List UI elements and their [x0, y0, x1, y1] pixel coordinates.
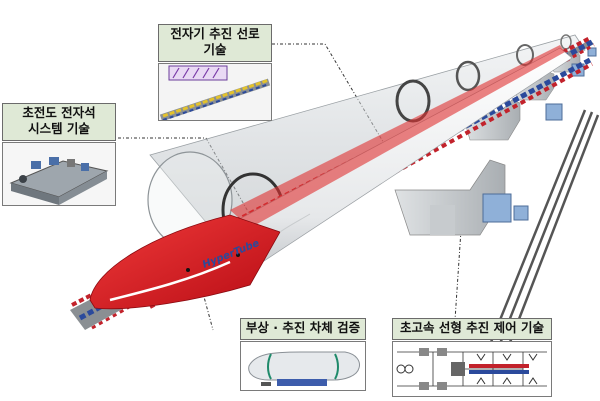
hypertube-vehicle: HyperTube — [89, 45, 573, 310]
leader-em-guideway — [272, 43, 386, 146]
leader-superconducting — [118, 137, 251, 216]
magnet-system-image — [3, 143, 115, 205]
control-circuit-diagram — [393, 342, 551, 396]
em-guideway-thumbnail — [158, 63, 272, 121]
superconducting-label-line1: 초전도 전자석 — [22, 105, 96, 120]
em-guideway-label-line2: 기술 — [203, 42, 227, 57]
em-guideway-label-line1: 전자기 추진 선로 — [170, 26, 260, 41]
vehicle-test-image — [241, 342, 365, 390]
superconducting-label-line2: 시스템 기술 — [28, 121, 90, 136]
em-guideway-label: 전자기 추진 선로 기술 — [158, 24, 272, 62]
levitation-thumbnail — [240, 341, 366, 391]
levitation-label-text: 부상 · 추진 차체 검증 — [245, 320, 361, 335]
control-thumbnail — [392, 341, 552, 397]
control-label-text: 초고속 선형 추진 제어 기술 — [400, 320, 544, 335]
superconducting-thumbnail — [2, 142, 116, 206]
guideway-rail-image — [159, 64, 271, 120]
levitation-label: 부상 · 추진 차체 검증 — [240, 318, 366, 340]
superconducting-label: 초전도 전자석 시스템 기술 — [2, 103, 116, 141]
control-label: 초고속 선형 추진 제어 기술 — [392, 318, 552, 340]
